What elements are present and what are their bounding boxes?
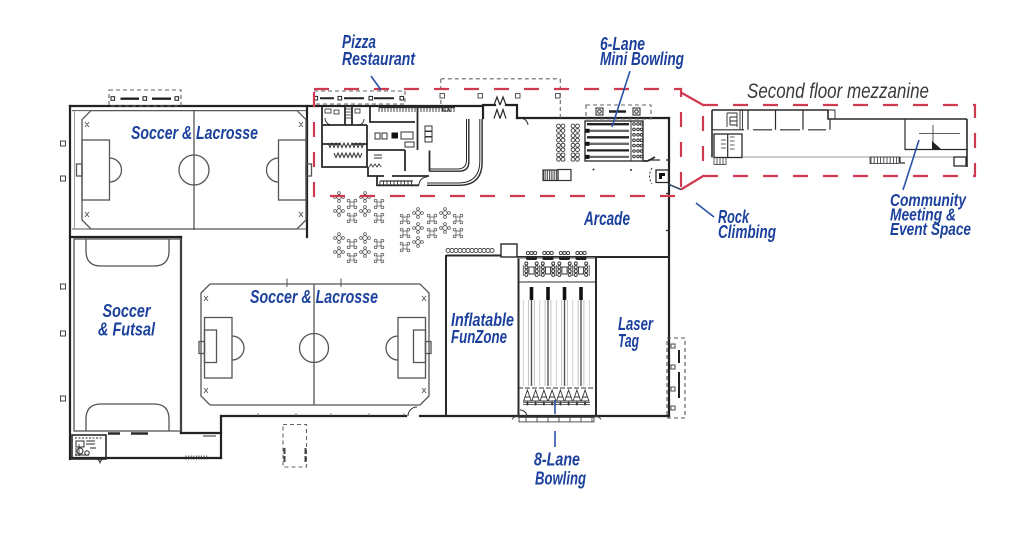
svg-text:8-Lane: 8-Lane [534,450,580,470]
svg-text:Climbing: Climbing [718,222,776,242]
svg-text:Tag: Tag [618,331,639,351]
svg-text:Arcade: Arcade [583,209,630,230]
svg-text:Laser: Laser [618,314,654,334]
svg-text:Inflatable: Inflatable [451,310,514,330]
svg-text:6-Lane: 6-Lane [600,34,645,54]
svg-text:Pizza: Pizza [342,32,376,52]
svg-text:Second floor mezzanine: Second floor mezzanine [747,79,929,103]
svg-text:Soccer & Lacrosse: Soccer & Lacrosse [131,123,258,143]
svg-text:Community: Community [890,190,967,210]
svg-text:FunZone: FunZone [451,327,507,347]
svg-text:Rock: Rock [718,207,750,227]
svg-text:Bowling: Bowling [535,469,586,489]
svg-text:Restaurant: Restaurant [342,49,416,69]
svg-text:Event Space: Event Space [890,219,971,239]
svg-text:Soccer & Lacrosse: Soccer & Lacrosse [250,287,378,307]
svg-text:Mini Bowling: Mini Bowling [600,49,684,69]
svg-text:Meeting &: Meeting & [890,205,956,225]
svg-text:& Futsal: & Futsal [98,320,156,340]
svg-text:Soccer: Soccer [103,301,152,321]
